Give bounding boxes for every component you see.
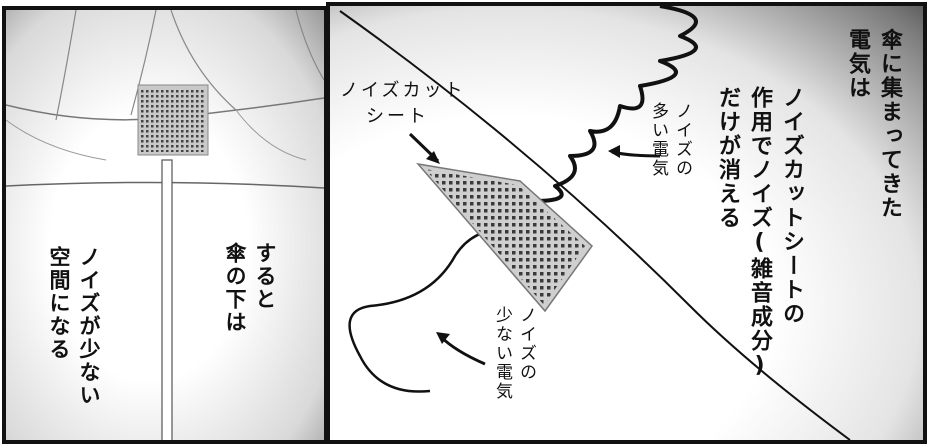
caption-line: ノイズカットシートの (779, 86, 804, 326)
label-line: ノイズの (672, 102, 692, 178)
caption-line: 傘に集まってきた (877, 28, 902, 220)
caption-line: 空間になる (47, 246, 71, 361)
caption-line: ノイズが少ない (77, 246, 101, 407)
left-panel: すると 傘の下は ノイズが少ない 空間になる (2, 6, 328, 444)
caption-line: 傘の下は (223, 242, 247, 334)
sheet-label: ノイズカット シート (340, 78, 465, 130)
sheet-label-line2: シート (366, 106, 429, 127)
clean-current-label: ノイズの 少ない電気 (490, 306, 538, 401)
caption-line: 電気は (845, 28, 870, 100)
sheet-label-line1: ノイズカット (340, 80, 466, 101)
label-line: ノイズの (516, 306, 536, 382)
clean-current-line (348, 228, 541, 393)
caption-line: すると (253, 242, 277, 311)
right-panel: 傘に集まってきた 電気は ノイズカットシートの 作用でノイズ(雑音成分) だけが… (326, 2, 927, 444)
left-caption-right: すると 傘の下は (220, 242, 280, 334)
label-line: 多い電気 (648, 102, 668, 178)
caption-line: 作用でノイズ(雑音成分) (747, 86, 772, 380)
caption-line: だけが消える (715, 86, 740, 230)
main-caption-continued: ノイズカットシートの 作用でノイズ(雑音成分) だけが消える (711, 86, 807, 380)
left-caption-left: ノイズが少ない 空間になる (44, 246, 104, 407)
noisy-current-line (534, 6, 698, 203)
label-line: 少ない電気 (492, 306, 512, 401)
noise-cut-sheet-small (137, 84, 209, 156)
umbrella-underside-art (6, 10, 324, 440)
umbrella-surface-art (339, 6, 851, 440)
noise-cut-sheet-large (416, 162, 594, 313)
main-caption: 傘に集まってきた 電気は (841, 28, 905, 220)
noisy-current-label: ノイズの 多い電気 (646, 102, 694, 178)
